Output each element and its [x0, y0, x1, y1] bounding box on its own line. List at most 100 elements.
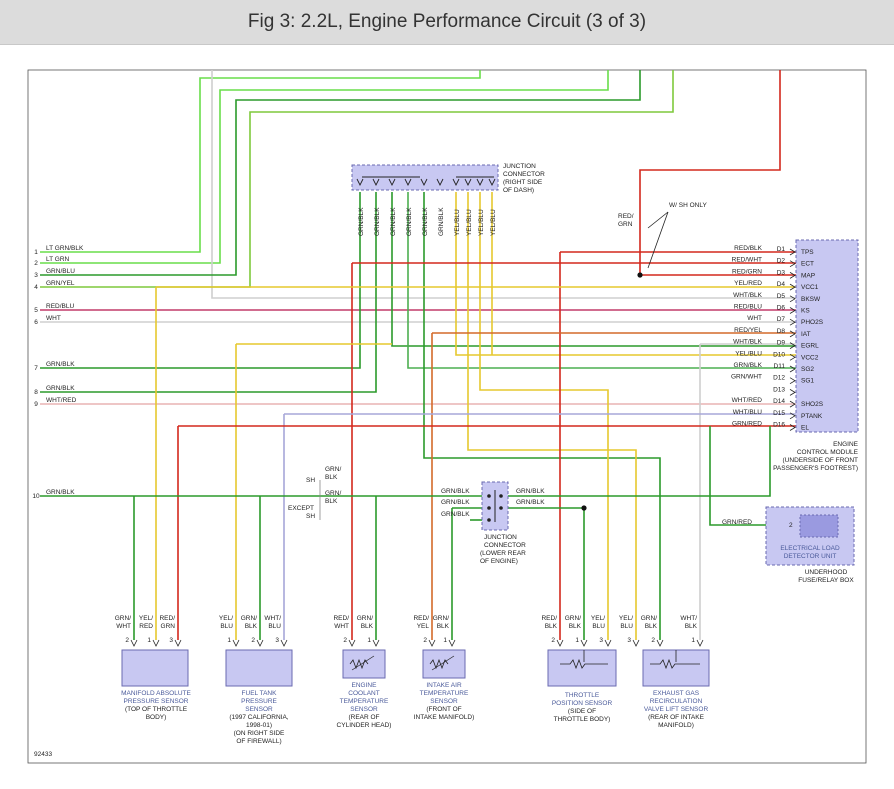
left-wire-label: WHT/RED	[46, 397, 77, 404]
sensor-label-tps: THROTTLE	[565, 692, 600, 699]
terminal-arrow	[789, 424, 796, 431]
terminal-arrow	[130, 639, 138, 647]
ecm-pin-name: EL	[801, 425, 809, 432]
sensor-pin-number: 1	[227, 637, 231, 644]
diagram-frame	[27, 69, 867, 764]
sensor-label-map: PRESSURE SENSOR	[123, 698, 188, 705]
terminal-arrow	[428, 639, 436, 647]
ecm-pin-wire: YEL/BLU	[735, 350, 762, 357]
ecm-pin-id: D11	[774, 363, 786, 370]
splice-dot	[637, 272, 643, 278]
sensor-label-ect: COOLANT	[348, 690, 379, 697]
terminal-arrow	[232, 639, 240, 647]
sensor-wire-label: BLU	[620, 623, 633, 630]
junction-dash-wire-label: GRN/BLK	[374, 207, 381, 236]
figure-id: 92433	[34, 751, 52, 758]
sensor-wire-label: BLU	[268, 623, 281, 630]
junction-dash-wire-label: GRN/BLK	[438, 207, 445, 236]
junction-dash-wire-label: GRN/BLK	[358, 207, 365, 236]
ecm-pin-name: BKSW	[801, 296, 821, 303]
sensor-wire-label: YEL	[417, 623, 430, 630]
sensor-pin-number: 1	[367, 637, 371, 644]
shield-wire2-label: GRN/	[325, 490, 341, 497]
sensor-wire-label: GRN/	[641, 615, 657, 622]
ecm-pin-id: D7	[777, 316, 786, 323]
sensor-wire-label: GRN/	[433, 615, 449, 622]
ecm-pin-id: D6	[777, 305, 786, 312]
terminal-arrow	[452, 178, 460, 187]
ecm-pin-wire: WHT	[747, 315, 762, 322]
junction-dash-line4: OF DASH)	[503, 187, 534, 194]
left-wire-number: 4	[34, 284, 38, 291]
sensor-label-tps: POSITION SENSOR	[552, 700, 613, 707]
sensor-label-iat: SENSOR	[430, 698, 458, 705]
terminal-arrow	[789, 330, 796, 338]
terminal-arrow	[789, 365, 796, 373]
ecm-pin-name: PTANK	[801, 413, 823, 420]
left-wire-label: WHT	[46, 315, 61, 322]
engine-control-module	[795, 239, 859, 433]
shield-wire1-label: GRN/	[325, 466, 341, 473]
terminal-arrow	[580, 639, 588, 647]
wire-8-grn-blk	[40, 192, 377, 393]
sensor-wire-label: RED/	[541, 615, 557, 622]
ecm-pin-name: EGRL	[801, 343, 819, 350]
left-wire-number: 5	[34, 307, 38, 314]
terminal-arrow	[696, 639, 704, 647]
ecm-pin-name: PHO2S	[801, 319, 824, 326]
terminal-arrow	[372, 639, 380, 647]
eld-pin-number: 2	[789, 522, 793, 529]
terminal-arrow	[348, 639, 356, 647]
terminal-arrow	[256, 639, 264, 647]
terminal-arrow	[152, 639, 160, 647]
wire-3-grn-blu	[40, 70, 641, 276]
left-wire-number: 2	[34, 260, 38, 267]
terminal-arrow	[789, 295, 796, 303]
sensor-label-ftp: 1998-01)	[246, 722, 272, 729]
ecm-pin-id: D14	[773, 398, 785, 405]
sensor-wire-label: RED/	[159, 615, 175, 622]
terminal-arrow	[632, 639, 640, 647]
terminal-arrow	[404, 178, 412, 187]
sensor-label-map: (TOP OF THROTTLE	[125, 706, 188, 713]
left-wire-label: GRN/BLK	[46, 489, 75, 496]
shield-sh-label: SH	[306, 477, 315, 484]
left-wire-label: RED/BLU	[46, 303, 74, 310]
sensor-pin-number: 1	[443, 637, 447, 644]
junction-engine-line1: JUNCTION	[484, 534, 517, 541]
left-wire-label: GRN/BLU	[46, 268, 75, 275]
junction-dash-line3: (RIGHT SIDE	[503, 179, 543, 186]
ecm-pin-id: D5	[777, 293, 786, 300]
sensor-pin-number: 2	[343, 637, 347, 644]
ecm-pin-name: MAP	[801, 272, 815, 279]
sensor-label-egr: RECIRCULATION	[650, 698, 703, 705]
ecm-pin-wire: WHT/BLK	[733, 292, 763, 299]
ecm-line2: CONTROL MODULE	[797, 449, 859, 456]
sensor-wire-label: BLU	[592, 623, 605, 630]
ecm-pin-wire: GRN/RED	[732, 421, 762, 428]
ecm-pin-name: SHO2S	[801, 401, 824, 408]
sensor-wire-label: BLK	[569, 623, 582, 630]
sensor-wire-label: BLK	[361, 623, 374, 630]
junction-dash-wire-label: GRN/BLK	[406, 207, 413, 236]
left-wire-number: 7	[34, 365, 38, 372]
left-wire-number: 8	[34, 389, 38, 396]
sensor-wire-label: BLK	[545, 623, 558, 630]
sensor-wire-label: YEL/	[219, 615, 233, 622]
sensor-label-egr: VALVE LIFT SENSOR	[644, 706, 709, 713]
ecm-line1: ENGINE	[833, 441, 859, 448]
left-wire-number: 6	[34, 319, 38, 326]
terminal-arrow	[789, 248, 796, 256]
wire-wht-top	[211, 70, 798, 299]
shield-sh2-label: SH	[306, 513, 315, 520]
wire-red-grn-top	[639, 70, 781, 275]
terminal-arrow	[420, 178, 428, 187]
sensor-wire-label: YEL/	[591, 615, 605, 622]
ecm-pin-name: SG1	[801, 378, 814, 385]
sensor-pin-number: 2	[423, 637, 427, 644]
junction-dash-wire-label: YEL/BLU	[454, 209, 461, 236]
terminal-arrow	[174, 639, 182, 647]
sensor-wire-label: BLU	[220, 623, 233, 630]
